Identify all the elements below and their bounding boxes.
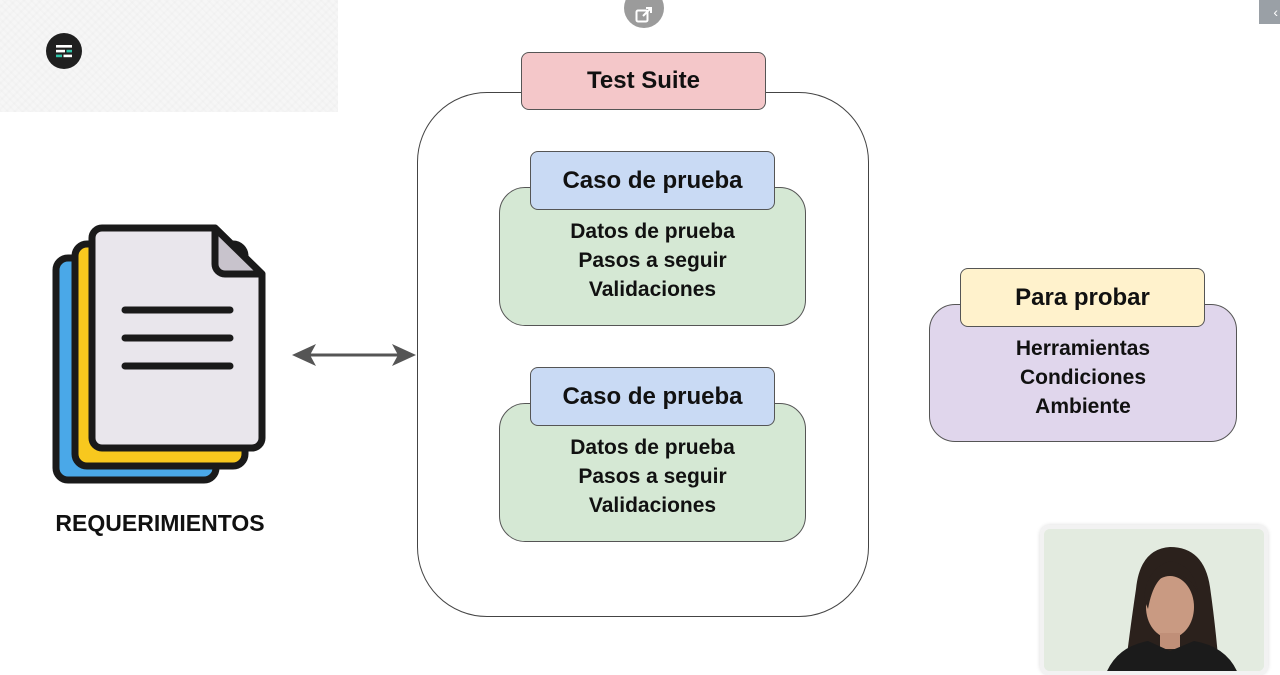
popout-button[interactable] (624, 0, 664, 28)
presenter-video[interactable] (1040, 525, 1268, 675)
double-arrow-icon (292, 344, 416, 366)
probar-line: Ambiente (1035, 394, 1131, 418)
para-probar-title: Para probar (960, 268, 1205, 327)
header-corner (0, 0, 338, 112)
documents-stack-icon (52, 224, 266, 484)
case-line: Validaciones (588, 494, 717, 517)
case-line: Validaciones (588, 278, 717, 301)
requirements-label: REQUERIMIENTOS (55, 510, 265, 536)
probar-line: Herramientas (1015, 336, 1151, 360)
test-case-panel: Datos de prueba Pasos a seguir Validacio… (499, 403, 806, 542)
app-logo-icon[interactable] (46, 33, 82, 69)
test-case-panel: Datos de prueba Pasos a seguir Validacio… (499, 187, 806, 326)
para-probar-panel: Herramientas Condiciones Ambiente (929, 304, 1237, 442)
presenter-video-icon (1044, 529, 1264, 671)
case-line: Pasos a seguir (578, 249, 727, 272)
probar-line: Condiciones (1019, 365, 1146, 389)
test-case-title: Caso de prueba (530, 367, 775, 426)
case-line: Pasos a seguir (578, 465, 727, 488)
chevron-left-icon: ‹ (1273, 4, 1278, 20)
case-line: Datos de prueba (570, 220, 735, 243)
test-case-title: Caso de prueba (530, 151, 775, 210)
popout-icon (635, 6, 653, 28)
corner-toggle-button[interactable]: ‹ (1259, 0, 1280, 24)
case-line: Datos de prueba (570, 436, 735, 459)
test-suite-label: Test Suite (521, 52, 766, 110)
